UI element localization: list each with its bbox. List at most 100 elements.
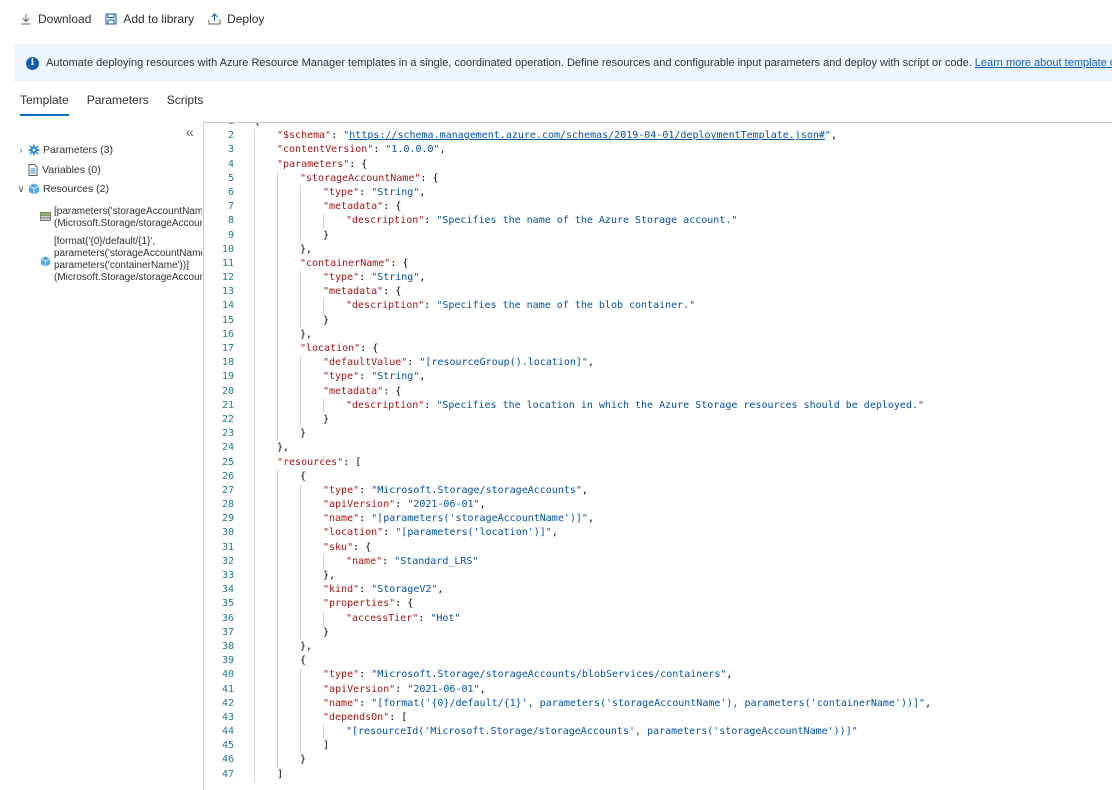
collapse-outline-button[interactable]: «: [186, 124, 194, 140]
code-text: }: [323, 314, 330, 326]
code-line[interactable]: 3"contentVersion": "1.0.0.0",: [204, 143, 1112, 158]
code-line[interactable]: 13"metadata": {: [204, 285, 1112, 300]
deploy-icon: [208, 13, 221, 25]
code-text: },: [300, 243, 313, 255]
line-number: 6: [227, 186, 234, 198]
cube-icon: [40, 256, 51, 267]
indent-guide: [277, 285, 278, 300]
code-line[interactable]: 30"location": "[parameters('location')]"…: [204, 526, 1112, 541]
code-line[interactable]: 32"name": "Standard_LRS": [204, 554, 1112, 569]
code-line[interactable]: 15}: [204, 313, 1112, 328]
code-line[interactable]: 42"name": "[format('{0}/default/{1}', pa…: [204, 696, 1112, 711]
code-line[interactable]: 26{: [204, 469, 1112, 484]
code-line[interactable]: 1{: [204, 123, 1112, 129]
code-line[interactable]: 41"apiVersion": "2021-06-01",: [204, 682, 1112, 697]
line-number: 12: [221, 272, 234, 284]
indent-guide: [277, 540, 278, 555]
indent-guide: [300, 228, 301, 243]
indent-guide: [277, 569, 278, 584]
document-icon: [28, 164, 38, 176]
code-line[interactable]: 19"type": "String",: [204, 370, 1112, 385]
add-to-library-button[interactable]: Add to library: [105, 12, 194, 26]
indent-guide: [300, 696, 301, 711]
schema-link[interactable]: https://schema.management.azure.com/sche…: [349, 130, 825, 142]
tab-parameters[interactable]: Parameters: [86, 93, 149, 107]
indent-guide: [323, 398, 324, 413]
tree-item-variables[interactable]: Variables (0): [28, 164, 101, 176]
resource2-name-1: [format('{0}/default/{1}',: [54, 236, 156, 247]
line-number: 30: [221, 527, 234, 539]
download-button[interactable]: Download: [20, 12, 91, 26]
code-line[interactable]: 20"metadata": {: [204, 384, 1112, 399]
code-line[interactable]: 25"resources": [: [204, 455, 1112, 470]
line-number: 45: [221, 740, 234, 752]
code-line[interactable]: 10},: [204, 242, 1112, 257]
code-line[interactable]: 24},: [204, 441, 1112, 456]
code-line[interactable]: 5"storageAccountName": {: [204, 171, 1112, 186]
code-line[interactable]: 21"description": "Specifies the location…: [204, 398, 1112, 413]
code-line[interactable]: 2"$schema": "https://schema.management.a…: [204, 129, 1112, 144]
indent-guide: [300, 483, 301, 499]
indent-guide: [254, 455, 255, 470]
code-line[interactable]: 47]: [204, 767, 1112, 782]
code-line[interactable]: 38},: [204, 639, 1112, 655]
tab-template[interactable]: Template: [20, 90, 69, 116]
line-number: 3: [227, 144, 234, 156]
code-line[interactable]: 29"name": "[parameters('storageAccountNa…: [204, 512, 1112, 527]
tab-scripts[interactable]: Scripts: [166, 93, 204, 107]
indent-guide: [323, 611, 324, 626]
code-line[interactable]: 22}: [204, 412, 1112, 428]
code-line[interactable]: 6"type": "String",: [204, 185, 1112, 201]
code-line[interactable]: 18"defaultValue": "[resourceGroup().loca…: [204, 356, 1112, 371]
code-line[interactable]: 34"kind": "StorageV2",: [204, 583, 1112, 598]
learn-more-link[interactable]: Learn more about template deployment.: [974, 57, 1112, 69]
code-line[interactable]: 27"type": "Microsoft.Storage/storageAcco…: [204, 483, 1112, 499]
code-line[interactable]: 8"description": "Specifies the name of t…: [204, 214, 1112, 229]
indent-guide: [300, 668, 301, 683]
chevron-right-icon[interactable]: ›: [19, 144, 23, 156]
tree-item-blob-container[interactable]: [format('{0}/default/{1}', parameters('s…: [40, 236, 202, 284]
code-line[interactable]: 9}: [204, 228, 1112, 243]
code-line[interactable]: 28"apiVersion": "2021-06-01",: [204, 498, 1112, 513]
code-line[interactable]: 4"parameters": {: [204, 157, 1112, 172]
code-line[interactable]: 44"[resourceId('Microsoft.Storage/storag…: [204, 725, 1112, 740]
line-number: 39: [221, 655, 234, 667]
code-line[interactable]: 33},: [204, 569, 1112, 584]
code-line[interactable]: 40"type": "Microsoft.Storage/storageAcco…: [204, 668, 1112, 683]
code-line[interactable]: 46}: [204, 753, 1112, 768]
code-line[interactable]: 17"location": {: [204, 342, 1112, 357]
code-text: "defaultValue": "[resourceGroup().locati…: [323, 357, 594, 369]
indent-guide: [254, 214, 255, 229]
indent-guide: [254, 483, 255, 499]
indent-guide: [277, 668, 278, 683]
code-line[interactable]: 39{: [204, 654, 1112, 669]
chevron-down-icon[interactable]: ∨: [17, 183, 25, 195]
indent-guide: [254, 512, 255, 527]
code-line[interactable]: 23}: [204, 427, 1112, 442]
code-editor[interactable]: 1{2"$schema": "https://schema.management…: [203, 122, 1112, 790]
code-line[interactable]: 16},: [204, 327, 1112, 342]
indent-guide: [300, 356, 301, 371]
deploy-button[interactable]: Deploy: [208, 12, 264, 26]
code-line[interactable]: 43"dependsOn": [: [204, 710, 1112, 726]
code-text: "storageAccountName": {: [300, 172, 439, 184]
line-number: 44: [221, 726, 234, 738]
code-text: }: [323, 229, 330, 241]
code-line[interactable]: 12"type": "String",: [204, 271, 1112, 286]
code-line[interactable]: 31"sku": {: [204, 540, 1112, 555]
code-line[interactable]: 35"properties": {: [204, 597, 1112, 612]
tree-item-parameters[interactable]: › Parameters (3): [16, 144, 113, 156]
tree-item-storage-account[interactable]: [parameters('storageAccountName')] (Micr…: [40, 206, 202, 230]
code-line[interactable]: 45]: [204, 739, 1112, 754]
code-line[interactable]: 11"containerName": {: [204, 256, 1112, 272]
code-text: "apiVersion": "2021-06-01",: [323, 683, 486, 695]
indent-guide: [254, 285, 255, 300]
code-line[interactable]: 37}: [204, 625, 1112, 640]
indent-guide: [277, 299, 278, 314]
tree-item-resources[interactable]: ∨ Resources (2): [16, 183, 109, 195]
code-line[interactable]: 14"description": "Specifies the name of …: [204, 299, 1112, 314]
code-line[interactable]: 36"accessTier": "Hot": [204, 611, 1112, 626]
indent-guide: [277, 171, 278, 186]
resource2-name-2: parameters('storageAccountName'),: [54, 248, 202, 259]
code-line[interactable]: 7"metadata": {: [204, 200, 1112, 215]
